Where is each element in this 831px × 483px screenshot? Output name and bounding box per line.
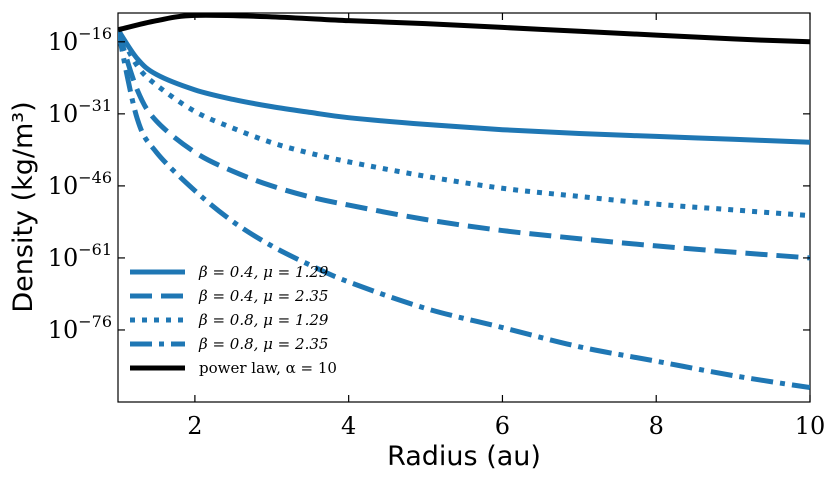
y-tick-label: 10−76 — [48, 312, 112, 344]
legend-label-3: β = 0.8, μ = 1.29 — [198, 311, 329, 329]
x-tick-label: 4 — [341, 412, 356, 440]
x-tick-label: 6 — [495, 412, 510, 440]
y-tick-label: 10−16 — [48, 24, 112, 56]
y-tick-label: 10−61 — [48, 240, 112, 272]
legend-label-4: β = 0.8, μ = 2.35 — [198, 335, 328, 353]
series-line-5 — [118, 13, 810, 45]
x-axis-label: Radius (au) — [387, 441, 541, 472]
x-ticks-layer: 2 4 6 8 10 — [187, 13, 825, 440]
y-ticks-layer: 10−16 10−31 10−46 10−61 10−76 — [48, 24, 810, 344]
series-line-3 — [118, 28, 810, 219]
y-tick-label: 10−46 — [48, 168, 112, 200]
legend-label-2: β = 0.4, μ = 2.35 — [198, 287, 328, 305]
legend-label-1: β = 0.4, μ = 1.29 — [198, 263, 329, 281]
series-layer — [118, 13, 810, 391]
x-tick-label: 8 — [649, 412, 664, 440]
x-tick-label: 10 — [795, 412, 826, 440]
series-line-2 — [118, 29, 810, 261]
y-tick-label: 10−31 — [48, 96, 112, 128]
plot-area-border — [117, 12, 811, 403]
x-tick-label: 2 — [187, 412, 202, 440]
legend-label-5: power law, α = 10 — [199, 359, 337, 377]
series-line-1 — [118, 28, 810, 145]
series-line-4 — [118, 29, 810, 391]
legend: β = 0.4, μ = 1.29 β = 0.4, μ = 2.35 β = 0.… — [130, 263, 337, 377]
y-axis-label: Density (kg/m³) — [8, 101, 39, 312]
